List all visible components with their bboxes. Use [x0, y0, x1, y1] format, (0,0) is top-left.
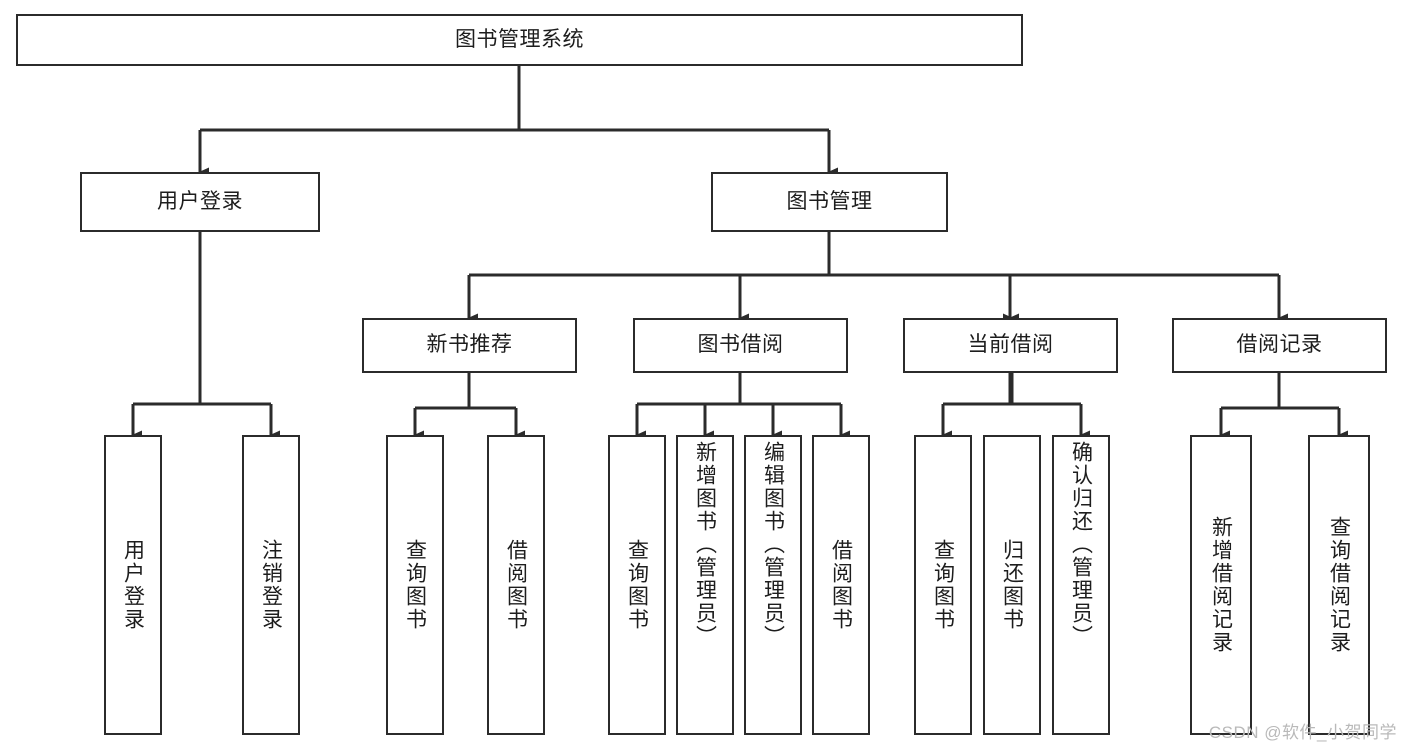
node-book-manage[interactable]: 图书管理	[711, 172, 948, 232]
leaf-return-book[interactable]: 归还图书	[983, 435, 1041, 735]
node-book-manage-label: 图书管理	[786, 189, 873, 213]
node-root-label: 图书管理系统	[455, 27, 584, 51]
leaf-borrow-book-1-label: 借阅图书	[504, 539, 528, 631]
node-user-login-label: 用户登录	[157, 189, 243, 213]
leaf-confirm-return-label: 确认归还（管理员）	[1069, 441, 1093, 648]
leaf-query-book-3[interactable]: 查询图书	[914, 435, 972, 735]
node-borrow-record[interactable]: 借阅记录	[1172, 318, 1387, 373]
leaf-add-record[interactable]: 新增借阅记录	[1190, 435, 1252, 735]
leaf-query-book-1-label: 查询图书	[403, 539, 427, 631]
leaf-user-login-label: 用户登录	[121, 539, 145, 631]
leaf-query-book-1[interactable]: 查询图书	[386, 435, 444, 735]
leaf-borrow-book-2[interactable]: 借阅图书	[812, 435, 870, 735]
node-user-login[interactable]: 用户登录	[80, 172, 320, 232]
leaf-logout-label: 注销登录	[259, 539, 283, 631]
watermark-text: CSDN @软件_小贺同学	[1208, 723, 1397, 742]
leaf-query-book-2-label: 查询图书	[625, 539, 649, 631]
leaf-confirm-return[interactable]: 确认归还（管理员）	[1052, 435, 1110, 735]
leaf-logout[interactable]: 注销登录	[242, 435, 300, 735]
node-new-book-rec-label: 新书推荐	[426, 333, 513, 357]
leaf-borrow-book-1[interactable]: 借阅图书	[487, 435, 545, 735]
leaf-query-record[interactable]: 查询借阅记录	[1308, 435, 1370, 735]
leaf-add-record-label: 新增借阅记录	[1209, 516, 1233, 654]
leaf-query-record-label: 查询借阅记录	[1327, 516, 1351, 654]
leaf-edit-book[interactable]: 编辑图书（管理员）	[744, 435, 802, 735]
node-book-borrow[interactable]: 图书借阅	[633, 318, 848, 373]
leaf-borrow-book-2-label: 借阅图书	[829, 539, 853, 631]
leaf-edit-book-label: 编辑图书（管理员）	[761, 441, 785, 648]
leaf-add-book-label: 新增图书（管理员）	[693, 441, 717, 648]
node-root[interactable]: 图书管理系统	[16, 14, 1023, 66]
node-borrow-record-label: 借阅记录	[1236, 333, 1323, 357]
node-book-borrow-label: 图书借阅	[697, 333, 784, 357]
leaf-return-book-label: 归还图书	[1000, 539, 1024, 631]
node-current-borrow-label: 当前借阅	[967, 333, 1054, 357]
leaf-user-login[interactable]: 用户登录	[104, 435, 162, 735]
leaf-add-book[interactable]: 新增图书（管理员）	[676, 435, 734, 735]
leaf-query-book-3-label: 查询图书	[931, 539, 955, 631]
node-current-borrow[interactable]: 当前借阅	[903, 318, 1118, 373]
node-new-book-rec[interactable]: 新书推荐	[362, 318, 577, 373]
leaf-query-book-2[interactable]: 查询图书	[608, 435, 666, 735]
